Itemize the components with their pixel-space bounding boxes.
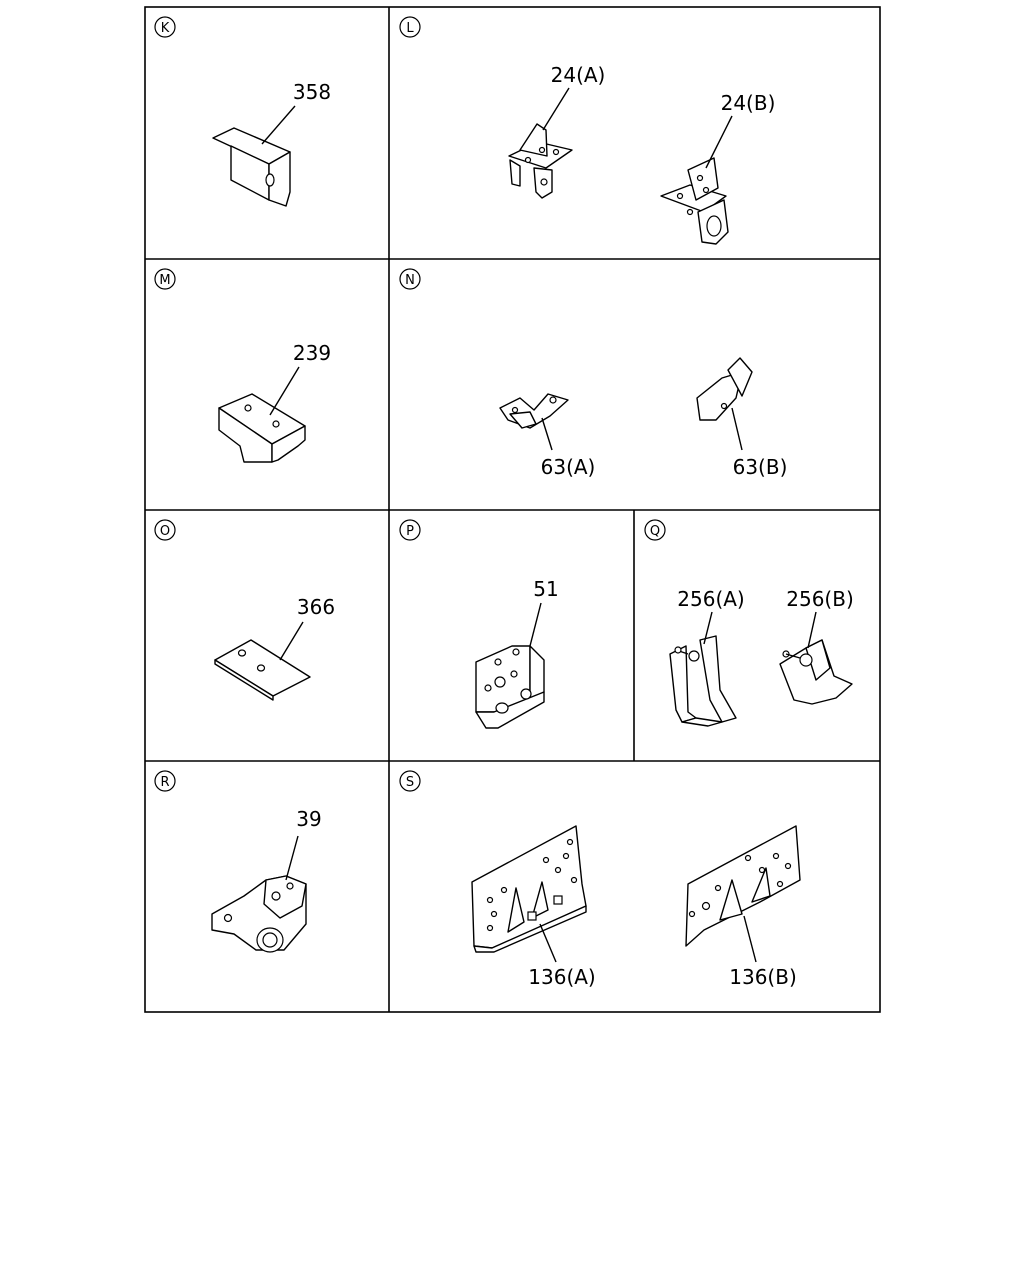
- panel-letter-o: O: [154, 519, 176, 541]
- callout-256a: 256(A): [677, 587, 744, 611]
- panel-letter-r: R: [154, 770, 176, 792]
- panel-p: P 51: [399, 519, 559, 729]
- panel-grid: [144, 6, 881, 1013]
- part-358: [212, 127, 291, 207]
- panel-r: R 39: [154, 770, 322, 953]
- leader-24a: [542, 87, 570, 131]
- panel-m: M 239: [154, 268, 331, 463]
- leader-366: [279, 621, 304, 661]
- panel-letter-n: N: [399, 268, 421, 290]
- part-24a: [508, 123, 573, 199]
- panel-letter-p: P: [399, 519, 421, 541]
- part-51: [475, 645, 545, 729]
- callout-51: 51: [533, 577, 558, 601]
- panel-letter-s: S: [399, 770, 421, 792]
- leader-51: [529, 602, 542, 647]
- svg-text:P: P: [406, 524, 414, 539]
- leader-136b: [743, 915, 757, 963]
- part-366: [214, 639, 311, 701]
- panel-l: L 24(A) 24(B): [399, 16, 776, 245]
- part-63b: [696, 357, 753, 421]
- leader-256b: [807, 611, 817, 649]
- panel-letter-k: K: [154, 16, 176, 38]
- svg-text:M: M: [159, 273, 170, 288]
- callout-366: 366: [297, 595, 335, 619]
- svg-text:K: K: [161, 21, 170, 36]
- callout-358: 358: [293, 80, 331, 104]
- part-24b: [660, 157, 729, 245]
- callout-136a: 136(A): [528, 965, 595, 989]
- panel-n: N 63(A) 63(B): [399, 268, 788, 479]
- panel-s: S 136(A): [399, 770, 801, 989]
- part-239: [218, 393, 306, 463]
- leader-239: [269, 366, 300, 416]
- svg-text:L: L: [406, 21, 414, 36]
- leader-63b: [731, 407, 743, 451]
- leader-24b: [705, 115, 733, 169]
- leader-256a: [703, 611, 713, 645]
- svg-text:S: S: [406, 775, 414, 790]
- part-136a: [471, 825, 587, 953]
- svg-text:Q: Q: [650, 524, 660, 539]
- leader-136a: [539, 923, 557, 963]
- callout-239: 239: [293, 341, 331, 365]
- panel-letter-l: L: [399, 16, 421, 38]
- svg-text:R: R: [160, 775, 169, 790]
- leader-39: [285, 835, 299, 881]
- part-256b: [779, 639, 853, 705]
- leader-63a: [541, 417, 553, 451]
- callout-63b: 63(B): [733, 455, 788, 479]
- part-256a: [669, 635, 737, 727]
- callout-24a: 24(A): [551, 63, 606, 87]
- panel-o: O 366: [154, 519, 335, 701]
- part-63a: [499, 393, 569, 429]
- callout-256b: 256(B): [786, 587, 854, 611]
- callout-63a: 63(A): [541, 455, 596, 479]
- panel-k: K 358: [154, 16, 331, 207]
- svg-text:N: N: [405, 273, 415, 288]
- part-39: [211, 875, 307, 953]
- panel-letter-q: Q: [644, 519, 666, 541]
- callout-136b: 136(B): [729, 965, 797, 989]
- part-136b: [685, 825, 801, 947]
- callout-24b: 24(B): [721, 91, 776, 115]
- panel-letter-m: M: [154, 268, 176, 290]
- leader-358: [261, 105, 296, 145]
- svg-text:O: O: [160, 524, 170, 539]
- panel-q: Q 256(A) 256(B): [644, 519, 854, 727]
- callout-39: 39: [296, 807, 321, 831]
